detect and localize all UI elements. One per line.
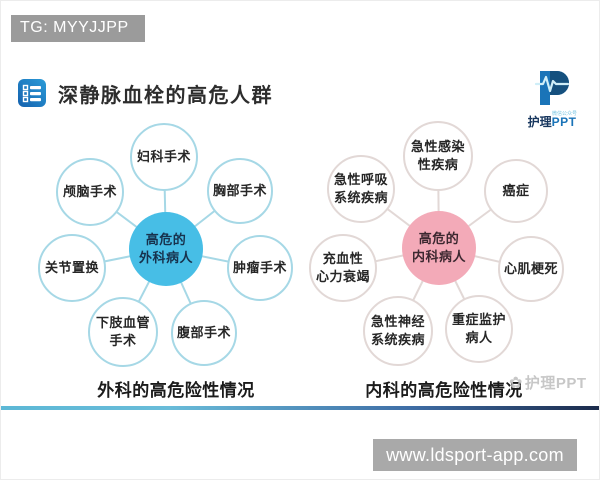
surgical-node: 颅脑手术 (56, 158, 124, 226)
medical-center-node: 高危的内科病人 (402, 211, 476, 285)
surgical-node: 胸部手术 (207, 158, 273, 224)
surgical-node: 腹部手术 (171, 300, 237, 366)
page-title: 深静脉血栓的高危人群 (58, 84, 273, 107)
caption-medical: 内科的高危险性情况 (365, 381, 523, 400)
divider-line (1, 406, 599, 410)
medical-node: 充血性心力衰竭 (309, 234, 377, 302)
surgical-node: 肿瘤手术 (227, 235, 293, 301)
slide-header: 深静脉血栓的高危人群 (17, 78, 273, 108)
brand-p-ecg-icon (534, 71, 570, 105)
surgical-node: 下肢血管手术 (88, 297, 158, 367)
medical-node: 重症监护病人 (445, 295, 513, 363)
brand-name-suffix: PPT (551, 115, 577, 129)
medical-node: 急性神经系统疾病 (363, 296, 433, 366)
caption-surgical: 外科的高危险性情况 (97, 381, 255, 400)
bottom-watermark: www.ldsport-app.com (373, 439, 577, 471)
brand-tagline: 微信公众号 (551, 111, 577, 117)
medical-node: 癌症 (484, 159, 548, 223)
surgical-node: 妇科手术 (130, 123, 198, 191)
surgical-node: 关节置换 (38, 234, 106, 302)
page-watermark-text: 护理PPT (524, 375, 587, 392)
medical-node: 急性呼吸系统疾病 (327, 155, 395, 223)
medical-node: 急性感染性疾病 (403, 121, 473, 191)
flower-stamp-icon: ✿ (509, 374, 523, 392)
medical-node: 心肌梗死 (498, 236, 564, 302)
brand-name: 护理PPT (523, 115, 581, 129)
brand-name-prefix: 护理 (527, 115, 552, 129)
page-watermark: ✿ 护理PPT (509, 372, 587, 393)
checklist-icon (18, 79, 46, 107)
brand-logo: 微信公众号 护理PPT (523, 69, 581, 129)
surgical-center-node: 高危的外科病人 (129, 212, 203, 286)
top-watermark: TG: MYYJJPP (11, 15, 145, 42)
